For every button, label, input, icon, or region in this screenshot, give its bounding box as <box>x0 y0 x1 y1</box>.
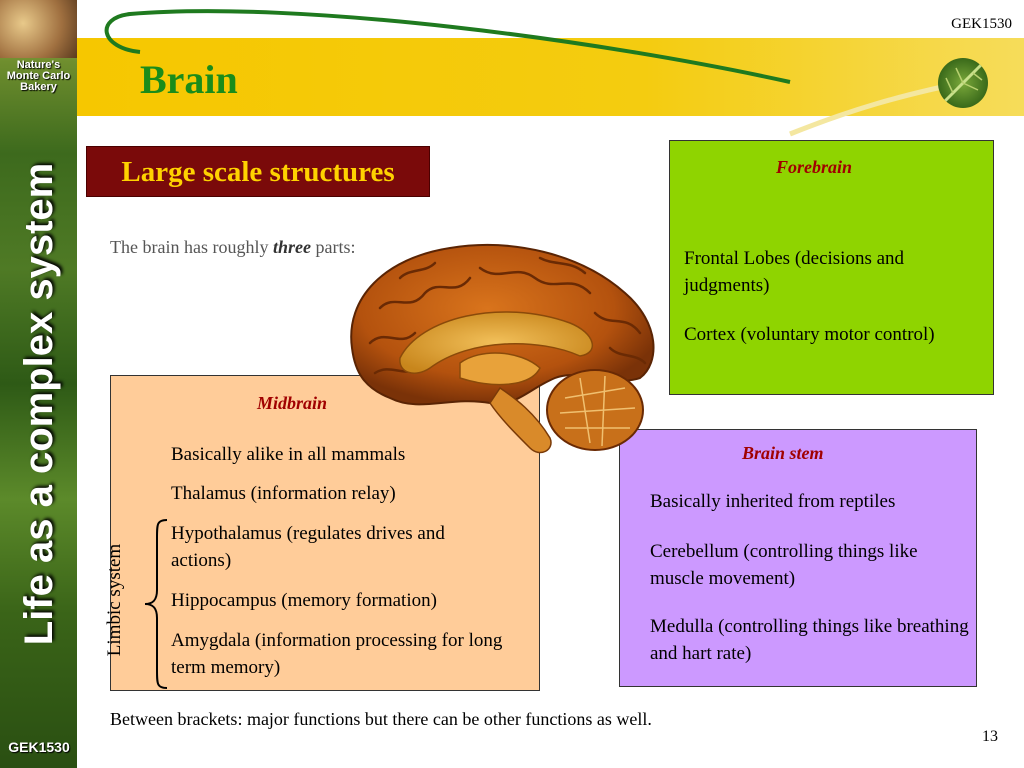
header-band <box>77 38 1024 116</box>
sidebar-course-code: GEK1530 <box>8 739 70 755</box>
forebrain-box: Forebrain Frontal Lobes (decisions and j… <box>669 140 994 395</box>
intro-emphasis: three <box>272 237 311 257</box>
midbrain-title: Midbrain <box>257 393 328 413</box>
brain-illustration <box>350 244 655 454</box>
limbic-system-label: Limbic system <box>104 543 125 657</box>
midbrain-item: Thalamus (information relay) <box>171 483 396 504</box>
brainstem-item: Medulla (controlling things like breathi… <box>650 616 969 664</box>
intro-after: parts: <box>310 237 356 257</box>
brainstem-title: Brain stem <box>742 443 824 463</box>
header-course-code: GEK1530 <box>951 16 1012 32</box>
section-tag-label: Large scale structures <box>121 156 395 188</box>
midbrain-item: Hypothalamus (regulates drives and actio… <box>171 523 445 571</box>
bakery-label: Nature's Monte Carlo Bakery <box>0 60 77 93</box>
page-title: Brain <box>140 57 238 102</box>
brainstem-box: Brain stem Basically inherited from rept… <box>619 429 977 687</box>
bakery-label-line1: Nature's <box>16 59 61 71</box>
page-number: 13 <box>982 728 998 745</box>
section-tag: Large scale structures <box>86 146 430 197</box>
midbrain-box: Midbrain Basically alike in all mammals … <box>110 375 540 691</box>
limbic-bracket <box>144 519 168 689</box>
sidebar: Nature's Monte Carlo Bakery Life as a co… <box>0 0 77 768</box>
vertical-title: Life as a complex system <box>17 162 61 646</box>
bakery-label-line3: Bakery <box>20 81 57 93</box>
brainstem-item: Cerebellum (controlling things like musc… <box>650 541 918 589</box>
brainstem-item: Basically inherited from reptiles <box>650 491 896 512</box>
midbrain-item: Hippocampus (memory formation) <box>171 590 437 611</box>
intro-before: The brain has roughly <box>110 237 273 257</box>
bakery-photo <box>0 0 77 58</box>
leaf-icon <box>938 58 988 108</box>
forebrain-item: Cortex (voluntary motor control) <box>684 324 935 345</box>
forebrain-item: Frontal Lobes (decisions and judgments) <box>684 248 905 296</box>
midbrain-item: Basically alike in all mammals <box>171 444 406 465</box>
forebrain-title: Forebrain <box>776 157 853 177</box>
intro-text: The brain has roughly three parts: <box>110 237 355 258</box>
footnote: Between brackets: major functions but th… <box>110 709 652 729</box>
midbrain-item: Amygdala (information processing for lon… <box>171 630 503 678</box>
bakery-label-line2: Monte Carlo <box>6 70 71 82</box>
